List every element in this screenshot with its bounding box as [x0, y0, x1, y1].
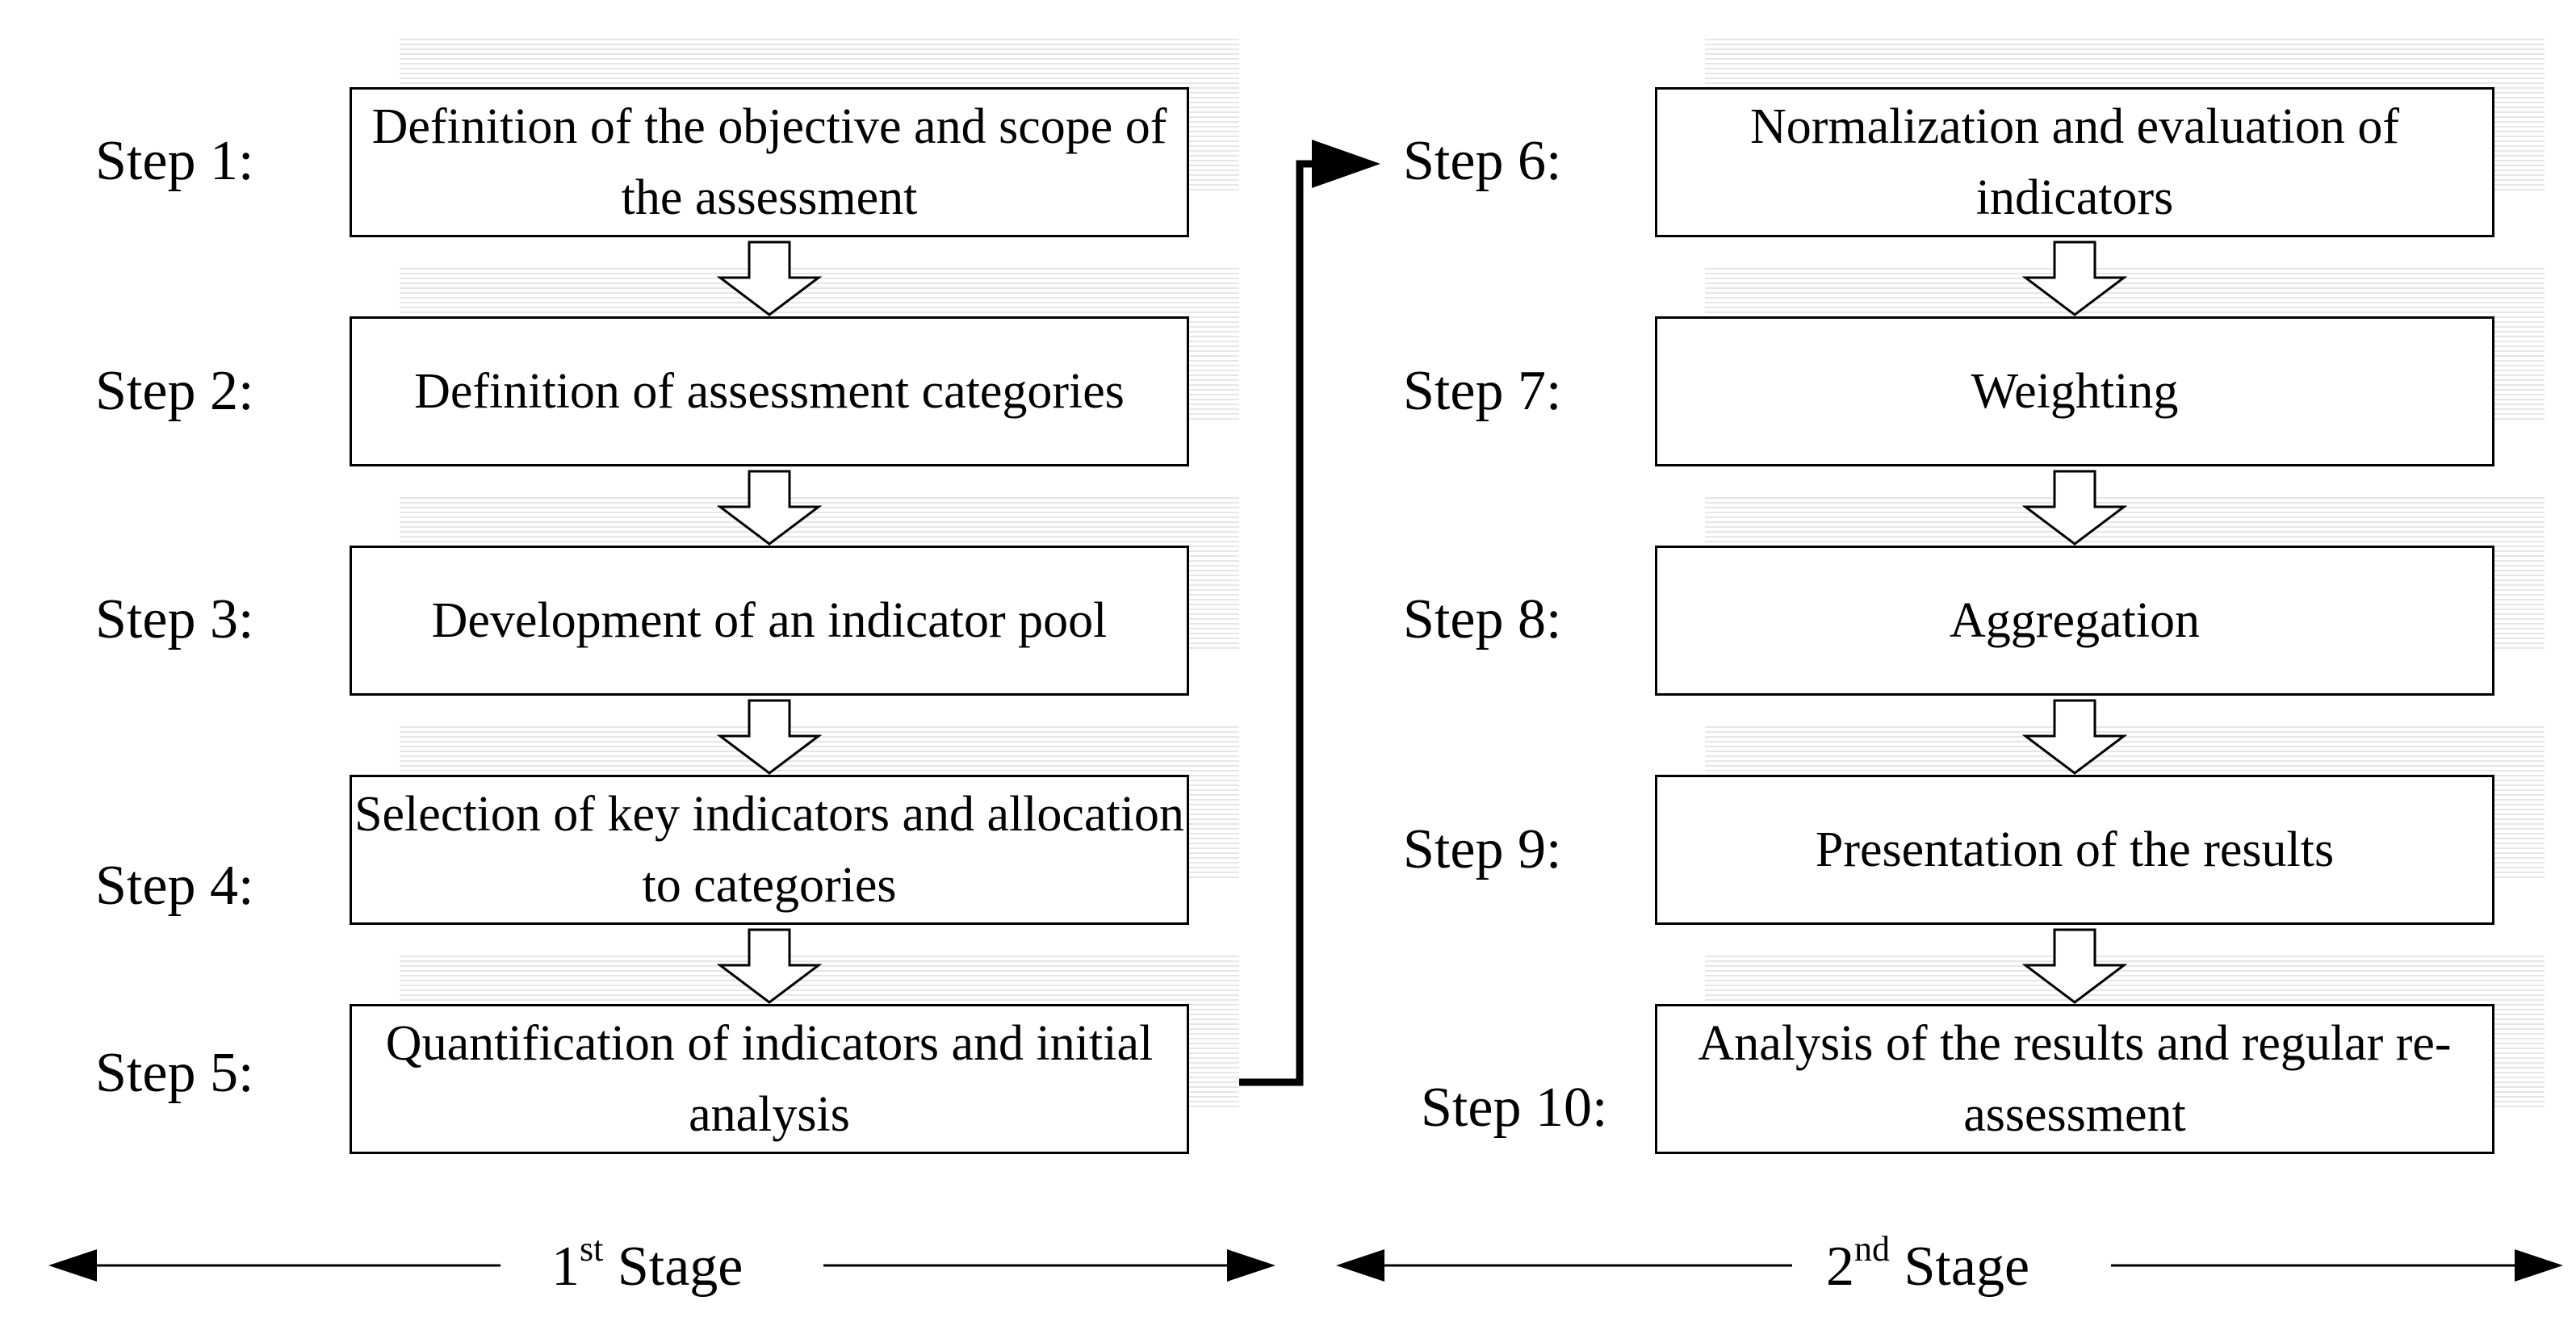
- step7-box: Weighting: [1655, 316, 2494, 466]
- stage1-number: 1: [551, 1236, 580, 1298]
- step3-label: Step 3:: [95, 588, 254, 650]
- step5-box: Quantification of indicators and initial…: [350, 1004, 1189, 1154]
- step6-text: Normalization and evaluation of indicato…: [1749, 99, 2399, 225]
- step6-label: Step 6:: [1403, 130, 1562, 192]
- stage2-suffix: nd: [1854, 1229, 1890, 1269]
- step7-label: Step 7:: [1403, 360, 1562, 422]
- down-arrow-icon: [717, 470, 822, 546]
- step4-label: Step 4:: [95, 855, 254, 917]
- step3-text: Development of an indicator pool: [431, 593, 1108, 648]
- stage1-suffix: st: [580, 1229, 604, 1269]
- step7-text: Weighting: [1971, 364, 2179, 419]
- stage2-title: 2nd Stage: [1826, 1229, 2030, 1299]
- step5-label: Step 5:: [95, 1042, 254, 1104]
- stage1-span-arrowhead-left: [48, 1249, 97, 1282]
- step4-box: Selection of key indicators and allocati…: [350, 775, 1189, 925]
- step1-box: Definition of the objective and scope of…: [350, 87, 1189, 237]
- step6-box: Normalization and evaluation of indicato…: [1655, 87, 2494, 237]
- stage1-title: 1st Stage: [551, 1229, 743, 1299]
- step9-label: Step 9:: [1403, 818, 1562, 880]
- step1-label: Step 1:: [95, 130, 254, 192]
- step8-label: Step 8:: [1403, 588, 1562, 650]
- down-arrow-icon: [717, 928, 822, 1004]
- down-arrow-icon: [2022, 699, 2127, 775]
- stage2-span-arrowhead-left: [1336, 1249, 1384, 1282]
- step9-box: Presentation of the results: [1655, 775, 2494, 925]
- stage1-word: Stage: [617, 1236, 743, 1298]
- stage1-span-arrowhead-right: [1227, 1249, 1275, 1282]
- step1-text: Definition of the objective and scope of…: [371, 99, 1167, 225]
- step10-text: Analysis of the results and regular re-a…: [1698, 1016, 2452, 1142]
- step8-text: Aggregation: [1950, 593, 2200, 648]
- step8-box: Aggregation: [1655, 546, 2494, 696]
- down-arrow-icon: [2022, 470, 2127, 546]
- down-arrow-icon: [2022, 928, 2127, 1004]
- stage2-span-arrowhead-right: [2515, 1249, 2563, 1282]
- step5-text: Quantification of indicators and initial…: [385, 1016, 1154, 1142]
- step4-text: Selection of key indicators and allocati…: [354, 787, 1184, 913]
- stage2-word: Stage: [1904, 1236, 2030, 1298]
- stage2-number: 2: [1826, 1236, 1854, 1298]
- step10-box: Analysis of the results and regular re-a…: [1655, 1004, 2494, 1154]
- step10-label: Step 10:: [1421, 1077, 1608, 1139]
- stage-connector-arrowhead: [1312, 140, 1380, 188]
- step3-box: Development of an indicator pool: [350, 546, 1189, 696]
- down-arrow-icon: [2022, 240, 2127, 316]
- step2-text: Definition of assessment categories: [414, 364, 1125, 419]
- step2-box: Definition of assessment categories: [350, 316, 1189, 466]
- down-arrow-icon: [717, 240, 822, 316]
- step2-label: Step 2:: [95, 360, 254, 422]
- step9-text: Presentation of the results: [1815, 822, 2335, 877]
- down-arrow-icon: [717, 699, 822, 775]
